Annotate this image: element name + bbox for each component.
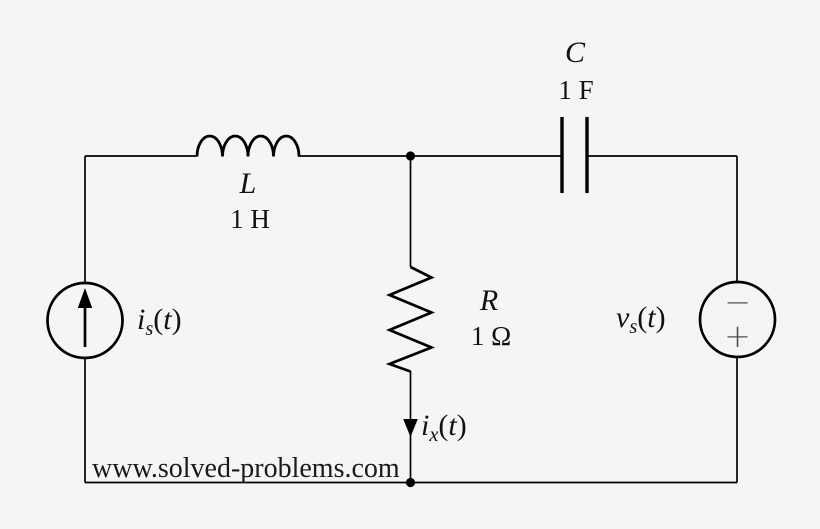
inductor-symbol: [195, 134, 301, 157]
current-source-label: is(t): [137, 303, 182, 341]
voltage-source-minus-sign: −: [724, 283, 751, 321]
down-arrow-icon: [403, 419, 418, 437]
capacitor-value-label: 1 F: [558, 75, 594, 105]
node-dot-top: [405, 151, 416, 161]
resistor-name-label: R: [479, 284, 499, 317]
inductor-name-label: L: [239, 167, 257, 200]
branch-current-label: ix(t): [421, 409, 467, 447]
voltage-source-plus-sign: +: [724, 317, 751, 355]
current-source-circle: [46, 281, 124, 360]
voltage-source-symbol: [698, 280, 777, 359]
capacitor-name-label: C: [564, 36, 586, 69]
up-arrow-icon: [77, 288, 93, 347]
resistor-value-label: 1 Ω: [470, 321, 512, 351]
watermark-text: www.solved-problems.com: [92, 453, 400, 484]
voltage-source-label: vs(t): [616, 301, 666, 339]
resistor-symbol: [385, 265, 436, 373]
node-dot-bottom: [405, 477, 416, 488]
capacitor-symbol: [560, 117, 589, 193]
inductor-value-label: 1 H: [230, 204, 270, 234]
current-source-symbol: [46, 281, 124, 360]
